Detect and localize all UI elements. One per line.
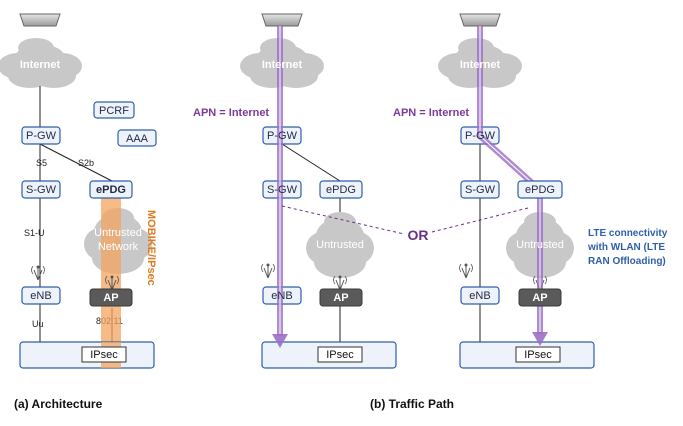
iface-s2b-label: S2b <box>78 158 94 168</box>
apn-label: APN = Internet <box>193 107 269 119</box>
untrusted-cloud-label: Untrusted <box>516 239 564 251</box>
internet-server-icon <box>19 13 61 27</box>
wlan-path-arrowhead <box>532 332 548 346</box>
offload-note-line-2: with WLAN (LTE <box>587 242 665 253</box>
ap-node <box>518 288 562 307</box>
panel-traffic-cellular: APN = Internet Internet P-GW S-GW ePDG U… <box>193 13 397 369</box>
enb-antenna-icon <box>261 263 275 279</box>
caption-architecture: (a) Architecture <box>14 397 103 411</box>
untrusted-network-label-2: Network <box>98 241 139 253</box>
caption-traffic-path: (b) Traffic Path <box>370 397 454 411</box>
wlan-path-center <box>479 26 541 332</box>
aaa-node <box>117 129 157 147</box>
internet-cloud-label: Internet <box>460 59 501 71</box>
iface-s5-label: S5 <box>36 158 47 168</box>
iface-s1u-label: S1-U <box>24 228 45 238</box>
apn-label: APN = Internet <box>393 107 469 119</box>
ap-node <box>319 288 363 307</box>
enb-label: eNB <box>30 290 51 302</box>
pgw-label: P-GW <box>465 130 496 142</box>
enb-antenna-icon <box>31 265 45 281</box>
ipsec-box <box>515 346 561 363</box>
pgw-label: P-GW <box>26 130 57 142</box>
ipsec-label: IPsec <box>90 349 118 361</box>
iface-uu-label: Uu <box>32 319 44 329</box>
ap-label: AP <box>103 292 118 304</box>
ipsec-box <box>317 346 363 363</box>
panel-architecture: Internet S5 S2b S1-U Uu 802.11 PCRF AAA … <box>0 13 157 369</box>
enb-label: eNB <box>271 290 292 302</box>
untrusted-cloud <box>306 212 374 278</box>
sgw-label: S-GW <box>267 184 298 196</box>
epdg-node <box>89 180 133 199</box>
sgw-node <box>21 180 61 199</box>
aaa-label: AAA <box>126 133 149 145</box>
ap-label: AP <box>532 292 547 304</box>
sgw-node <box>460 180 500 199</box>
pcrf-label: PCRF <box>99 105 129 117</box>
cellular-path-arrowhead <box>272 334 288 348</box>
epdg-label: ePDG <box>96 184 126 196</box>
untrusted-cloud-label: Untrusted <box>316 239 364 251</box>
ipsec-label: IPsec <box>326 349 354 361</box>
pgw-node <box>21 126 61 145</box>
pgw-label: P-GW <box>267 130 298 142</box>
internet-cloud-label: Internet <box>20 59 61 71</box>
internet-server-icon <box>261 13 303 27</box>
sgw-label: S-GW <box>26 184 57 196</box>
ipsec-box <box>81 346 127 363</box>
ap-node <box>89 288 133 307</box>
or-label: OR <box>408 227 429 243</box>
pcrf-node <box>93 101 135 119</box>
panel-traffic-wlan: APN = Internet Internet P-GW S-GW ePDG U… <box>393 13 668 369</box>
enb-label: eNB <box>469 290 490 302</box>
epdg-node <box>517 180 563 199</box>
mobike-ipsec-label: MOBIKE/IPsec <box>145 210 157 286</box>
epdg-label: ePDG <box>525 184 555 196</box>
ipsec-label: IPsec <box>524 349 552 361</box>
enb-node <box>460 286 500 305</box>
mobike-tunnel <box>101 198 121 348</box>
or-connector-left <box>281 205 405 235</box>
untrusted-network-label-1: Untrusted <box>94 227 142 239</box>
internet-cloud-label: Internet <box>262 59 303 71</box>
offload-note-line-1: LTE connectivity <box>588 228 668 239</box>
offload-note-line-3: RAN Offloading) <box>588 256 666 267</box>
internet-server-icon <box>459 13 501 27</box>
enb-antenna-icon <box>459 263 473 279</box>
ap-label: AP <box>333 292 348 304</box>
enb-node <box>21 286 61 305</box>
epdg-label: ePDG <box>326 184 356 196</box>
sgw-label: S-GW <box>465 184 496 196</box>
epdg-node <box>319 180 363 199</box>
